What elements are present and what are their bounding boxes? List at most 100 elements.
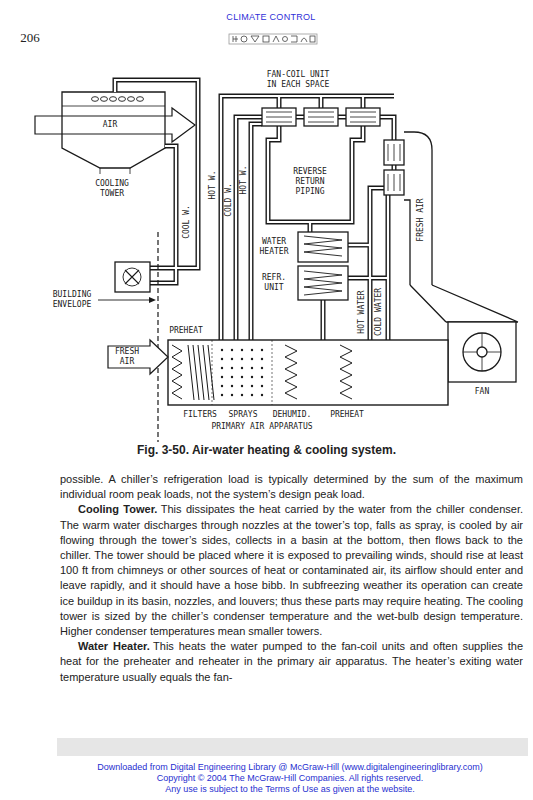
pipe-outline <box>115 80 394 340</box>
body-text: possible. A chiller’s refrigeration load… <box>60 473 523 500</box>
condenser-unit <box>123 268 141 286</box>
fan-coil-detail <box>388 174 400 191</box>
duct-components <box>251 394 253 396</box>
fan <box>463 333 501 371</box>
cooling-tower <box>100 168 130 174</box>
header-glyphs <box>241 36 247 42</box>
duct-components <box>261 385 263 387</box>
duct-components <box>251 349 253 351</box>
duct-components <box>261 349 263 351</box>
header-glyphs <box>263 36 269 42</box>
part-label: AIR <box>103 120 117 130</box>
part-label: DEHUMID. <box>273 410 312 420</box>
pipe-label: COLD W. <box>224 183 234 217</box>
tower-fan <box>119 97 126 102</box>
part-label: FILTERS <box>183 410 217 420</box>
fan-coil-unit <box>384 140 404 165</box>
part-label: SPRAYS <box>229 410 258 420</box>
duct-components <box>221 394 223 396</box>
pipe-label: COLD WATER <box>374 288 384 336</box>
primary-air-duct <box>168 340 448 405</box>
leader-arrowhead <box>149 297 156 303</box>
cooling-tower <box>62 92 165 174</box>
duct-components <box>285 345 297 399</box>
duct-components <box>231 394 233 396</box>
duct-components <box>221 349 223 351</box>
tower-fan <box>128 97 135 102</box>
pipe-label: HOT W. <box>239 166 249 195</box>
refrigeration-unit <box>298 266 348 300</box>
part-label: FAN-COIL UNIT IN EACH SPACE <box>263 70 333 90</box>
fan-coil-detail <box>266 112 400 191</box>
header-glyphs <box>310 36 315 42</box>
run-in-heading: Cooling Tower. <box>78 503 157 515</box>
duct-components <box>172 345 352 400</box>
duct-components <box>261 376 263 378</box>
tower-fan <box>110 97 117 102</box>
duct-components <box>251 367 253 369</box>
header-glyphs <box>273 36 279 42</box>
fan-coil-detail <box>308 112 334 122</box>
fan <box>448 322 516 382</box>
duct-components <box>221 367 223 369</box>
header-glyphs <box>229 34 317 44</box>
duct-components <box>193 345 199 400</box>
page-number: 206 <box>20 31 40 45</box>
refrigeration-unit <box>298 266 348 300</box>
footer-notice: Copyright © 2004 The McGraw-Hill Compani… <box>20 773 533 784</box>
duct-components <box>231 349 233 351</box>
fan-coil-unit <box>304 108 338 126</box>
header-glyphs <box>301 38 307 42</box>
body-text: possible. A chiller’s refrigeration load… <box>60 472 523 685</box>
duct-components <box>198 345 204 400</box>
duct-components <box>221 376 223 378</box>
arrow-label: FRESH AIR <box>112 347 142 367</box>
header-glyphs <box>233 36 238 42</box>
pipe-label: HOT W. <box>208 171 218 200</box>
fresh-air-duct <box>404 132 518 322</box>
fresh-air-arrow <box>108 340 168 374</box>
duct-components <box>241 349 243 351</box>
tower-fan <box>92 97 99 102</box>
figure-caption-box: Fig. 3-50. Air-water heating & cooling s… <box>0 443 533 458</box>
footer-notice: Any use is subject to the Terms of Use a… <box>20 784 533 795</box>
water-heater <box>298 232 348 262</box>
tower-fan <box>101 97 108 102</box>
primary-air-duct <box>212 340 272 405</box>
fan-coil-unit <box>262 108 296 126</box>
part-label: PREHEAT <box>169 326 203 336</box>
fan <box>463 333 501 371</box>
duct-components <box>251 376 253 378</box>
fresh-air-duct <box>404 200 410 285</box>
fan <box>477 347 487 357</box>
download-notice: Downloaded from Digital Engineering Libr… <box>20 762 533 795</box>
duct-components <box>231 376 233 378</box>
fresh-air-duct <box>410 285 518 322</box>
duct-components <box>241 358 243 360</box>
part-label: REVERSE RETURN PIPING <box>288 167 332 197</box>
water-heater <box>304 236 342 256</box>
cooling-tower <box>62 106 165 107</box>
header-glyphs <box>291 36 297 42</box>
cooling-tower <box>62 92 165 168</box>
figure-caption: Fig. 3-50. Air-water heating & cooling s… <box>0 443 533 458</box>
duct-components <box>231 385 233 387</box>
water-heater <box>298 232 348 262</box>
tower-fan <box>137 97 144 102</box>
duct-components <box>221 358 223 360</box>
duct-components <box>203 345 209 400</box>
duct-components <box>231 358 233 360</box>
leader-line <box>98 300 151 301</box>
part-label: WATER HEATER <box>256 237 292 257</box>
part-label: REFR. UNIT <box>258 273 290 293</box>
duct-components <box>231 367 233 369</box>
pipe-bore <box>115 80 394 340</box>
duct-components <box>251 385 253 387</box>
fan-coil-unit <box>346 108 380 126</box>
fan-coil-detail <box>350 112 376 122</box>
duct-components <box>172 345 182 399</box>
duct-components <box>261 358 263 360</box>
run-in-heading: Water Heater. <box>78 640 150 652</box>
condenser-unit <box>125 270 139 284</box>
